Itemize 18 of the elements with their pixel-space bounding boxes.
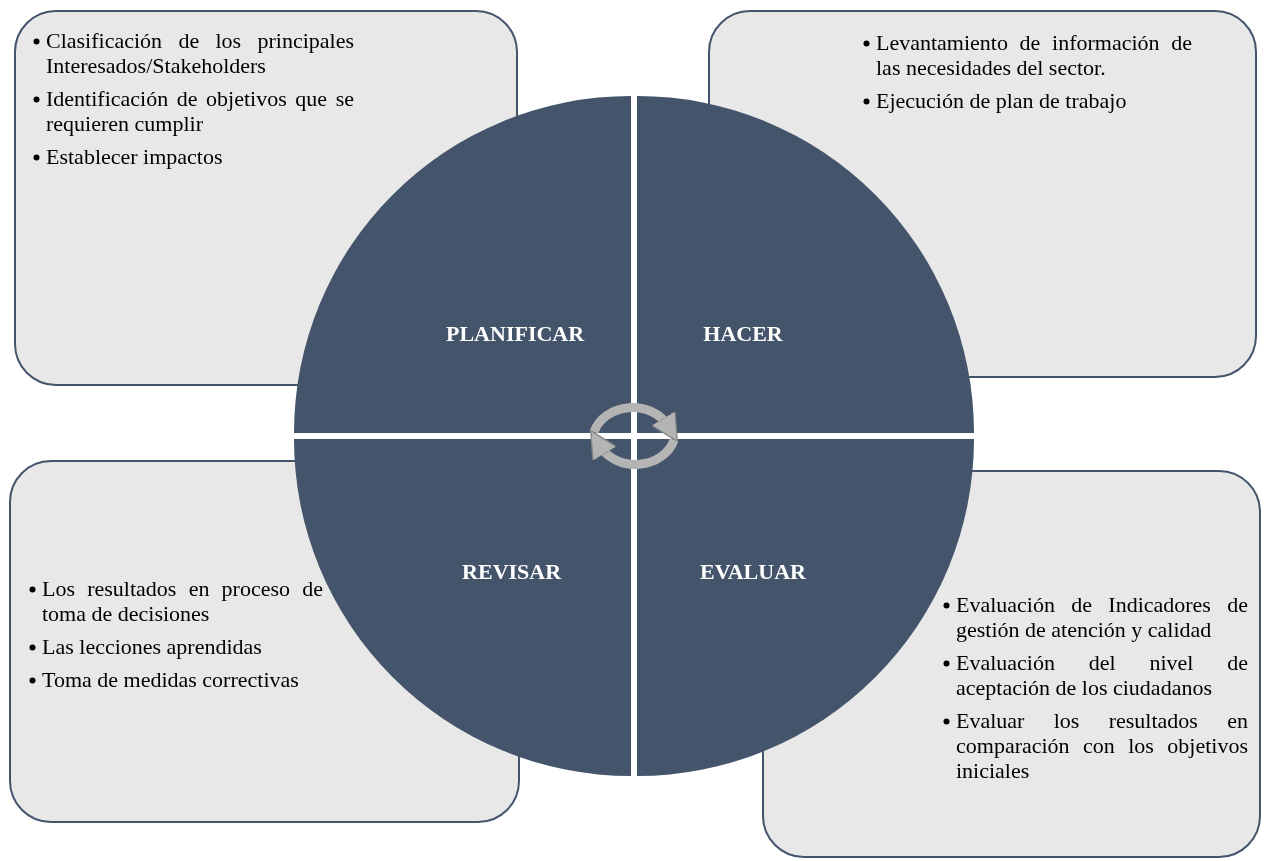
- bullet-item: Establecer impactos: [32, 144, 354, 169]
- circle-quadrant: [294, 96, 631, 433]
- bullet-item: Identificación de objetivos que se requieren cumplir: [32, 86, 354, 136]
- quadrant-label: EVALUAR: [700, 559, 806, 585]
- bullet-item: Clasificación de los principales Interesados/Stakeholders: [32, 28, 354, 78]
- bullet-item: Toma de medidas correctivas: [28, 667, 323, 692]
- bullet-item: Levantamiento de información de las necesidades del sector.: [862, 30, 1192, 80]
- bullet-item: Evaluar los resultados en comparación con los objetivos iniciales: [942, 708, 1248, 783]
- bullet-item: Las lecciones aprendidas: [28, 634, 323, 659]
- quadrant-label: REVISAR: [462, 559, 562, 585]
- bullet-item: Evaluación de Indicadores de gestión de atención y calidad: [942, 592, 1248, 642]
- bullet-item: Ejecución de plan de trabajo: [862, 88, 1192, 113]
- curved-arrow: [589, 430, 679, 469]
- quadrant-label: HACER: [703, 321, 783, 347]
- bullet-item: Los resultados en proceso de toma de decisiones: [28, 576, 323, 626]
- quadrant-label: PLANIFICAR: [446, 321, 585, 347]
- bullet-item: Evaluación del nivel de aceptación de los ciudadanos: [942, 650, 1248, 700]
- curved-arrow: [589, 403, 679, 442]
